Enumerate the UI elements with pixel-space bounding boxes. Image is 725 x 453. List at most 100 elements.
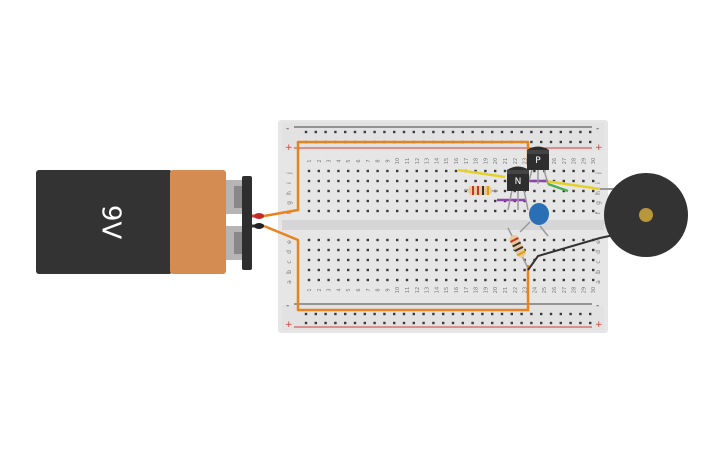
breadboard-hole	[317, 258, 320, 262]
row-letter: g	[286, 201, 293, 205]
breadboard-hole	[464, 209, 467, 213]
transistor-pnp-label: P	[535, 156, 541, 166]
breadboard-hole	[356, 258, 360, 262]
resistor-2[interactable]	[507, 227, 529, 269]
breadboard-hole	[415, 189, 418, 193]
breadboard-hole	[513, 278, 516, 282]
battery-9v[interactable]: 9V	[36, 170, 252, 274]
breadboard-hole	[356, 169, 360, 173]
row-letter: c	[595, 260, 602, 263]
breadboard-hole	[435, 258, 438, 262]
breadboard-hole	[543, 238, 546, 242]
breadboard-hole	[405, 278, 409, 282]
rail-hole	[334, 312, 337, 316]
breadboard-hole	[337, 169, 340, 173]
breadboard-hole	[327, 179, 330, 183]
breadboard-hole	[347, 258, 350, 262]
breadboard-hole	[396, 199, 399, 203]
rail-hole	[500, 321, 504, 325]
breadboard-hole	[425, 278, 428, 282]
breadboard-hole	[376, 179, 379, 183]
column-number: 6	[356, 288, 362, 291]
breadboard-hole	[386, 238, 389, 242]
breadboard-hole	[327, 189, 330, 193]
rail-hole	[353, 321, 357, 325]
rail-hole	[540, 130, 543, 134]
row-letter: h	[595, 191, 602, 195]
wire-negative-bottom[interactable]	[263, 224, 530, 312]
breadboard-hole	[405, 268, 409, 272]
rail-hole	[304, 312, 308, 316]
breadboard-hole	[533, 268, 536, 272]
breadboard-hole	[503, 169, 507, 173]
breadboard-hole	[484, 169, 487, 173]
column-number: 26	[552, 158, 558, 164]
transistor-pnp[interactable]: P	[527, 146, 549, 171]
breadboard-hole	[366, 199, 369, 203]
rail-hole	[344, 130, 347, 134]
column-number: 13	[425, 287, 431, 293]
breadboard-hole	[307, 278, 311, 282]
column-number: 7	[366, 159, 372, 162]
breadboard-hole	[317, 189, 320, 193]
breadboard-hole	[376, 258, 379, 262]
breadboard-hole	[376, 238, 379, 242]
rail-hole	[540, 312, 543, 316]
column-number: 15	[444, 158, 450, 164]
rail-hole	[589, 321, 592, 325]
breadboard-hole	[523, 248, 526, 252]
rail-hole	[491, 312, 494, 316]
wire-yellow-2[interactable]	[544, 179, 601, 191]
rail-hole	[520, 130, 523, 134]
breadboard-hole	[327, 268, 330, 272]
breadboard-hole	[445, 189, 448, 193]
rail-hole	[373, 321, 376, 325]
transistor-npn[interactable]: N	[507, 166, 529, 192]
breadboard-hole	[376, 189, 379, 193]
breadboard-hole	[366, 169, 369, 173]
column-number: 17	[464, 158, 470, 164]
resistor-1[interactable]	[463, 186, 499, 195]
breadboard-hole	[366, 209, 369, 213]
breadboard-hole	[464, 179, 467, 183]
rail-hole	[334, 130, 337, 134]
breadboard-hole	[337, 209, 340, 213]
rail-hole	[569, 321, 572, 325]
column-numbers: 1122334455667788991010111112121313141415…	[307, 158, 597, 293]
breadboard-hole	[317, 268, 320, 272]
capacitor[interactable]	[519, 203, 549, 237]
breadboard-hole	[337, 248, 340, 252]
battery-leads[interactable]	[252, 213, 264, 229]
breadboard-hole	[562, 179, 565, 183]
rail-hole	[510, 312, 513, 316]
breadboard-hole	[415, 248, 418, 252]
rail-hole	[500, 130, 504, 134]
breadboard-hole	[327, 248, 330, 252]
column-number: 16	[454, 158, 460, 164]
buzzer[interactable]	[604, 173, 688, 257]
breadboard-hole	[474, 209, 477, 213]
breadboard-hole	[327, 258, 330, 262]
breadboard-hole	[425, 238, 428, 242]
rail-hole	[510, 321, 513, 325]
breadboard-hole	[386, 179, 389, 183]
column-number: 5	[346, 159, 352, 162]
wire-green[interactable]	[547, 182, 569, 193]
breadboard-hole	[503, 268, 507, 272]
breadboard-hole	[435, 189, 438, 193]
rail-hole	[579, 321, 582, 325]
rail-hole	[589, 140, 592, 144]
breadboard-hole	[445, 199, 448, 203]
breadboard-hole	[572, 238, 575, 242]
breadboard-hole	[425, 189, 428, 193]
breadboard-hole	[356, 209, 360, 213]
column-number: 29	[581, 158, 587, 164]
column-number: 3	[327, 159, 333, 162]
battery-body	[36, 170, 172, 274]
breadboard-hole	[396, 268, 399, 272]
wire-yellow-1[interactable]	[457, 168, 506, 179]
breadboard-hole	[396, 209, 399, 213]
breadboard-hole	[552, 238, 556, 242]
row-letter: j	[595, 172, 602, 175]
